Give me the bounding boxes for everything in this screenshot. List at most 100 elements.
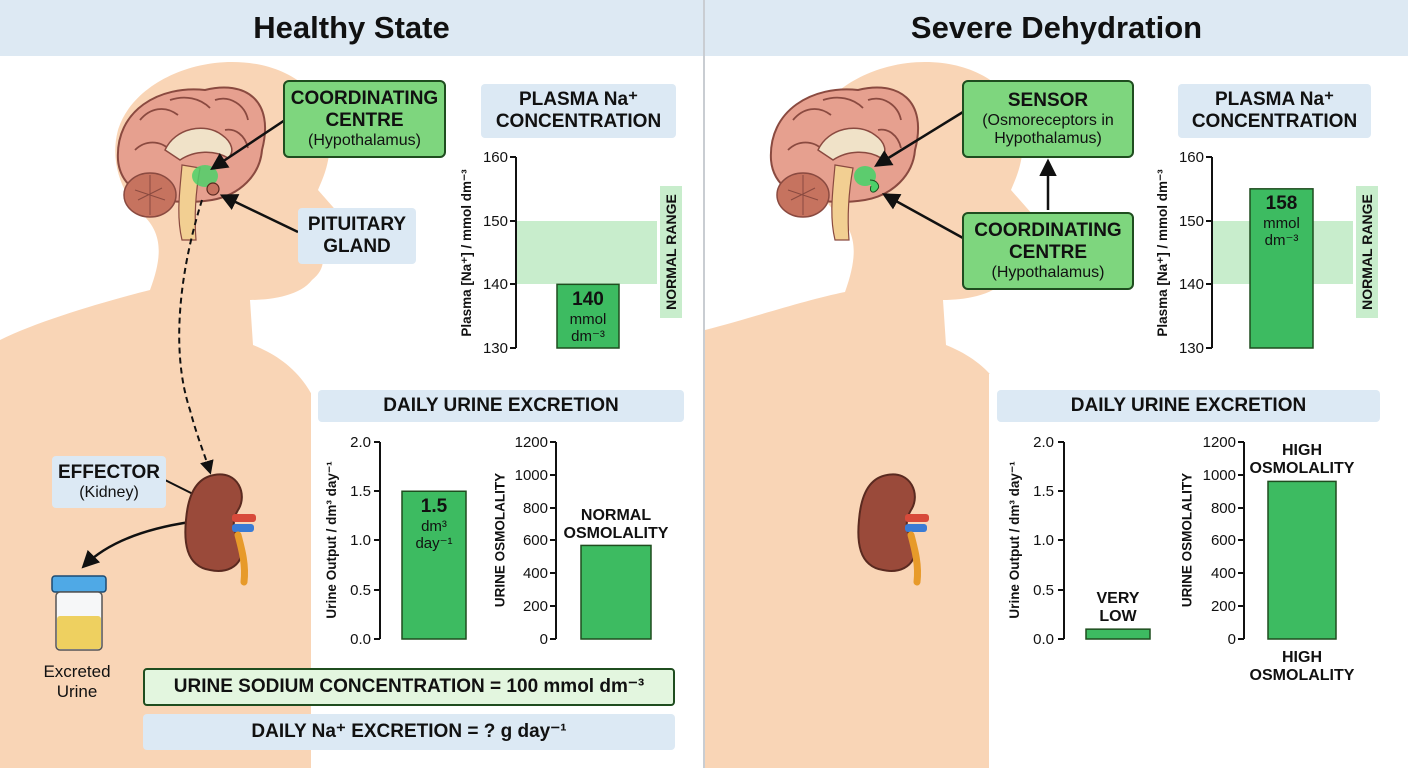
coord-title-2: CENTRE (325, 109, 404, 131)
sensor-sub-1: (Osmoreceptors in (982, 111, 1114, 129)
osm-tick: 400 (522, 565, 548, 582)
output-tick: 0.0 (350, 631, 371, 648)
coord-sub: (Hypothalamus) (991, 263, 1105, 281)
output-tick: 1.0 (1033, 532, 1054, 549)
excreted-line-1: Excreted (43, 662, 111, 682)
plasma-tick: 160 (1178, 149, 1204, 166)
osmolality-bar (580, 544, 652, 640)
output-tick: 0.0 (1033, 631, 1054, 648)
osm-tick: 800 (1210, 500, 1236, 517)
osm-tick: 200 (522, 598, 548, 615)
urine-sodium-box: URINE SODIUM CONCENTRATION = 100 mmol dm… (143, 668, 675, 706)
plasma-tick: 160 (482, 149, 508, 166)
plasma-bar-unit: dm⁻³ (571, 327, 605, 345)
sensor-sub-2: Hypothalamus) (994, 129, 1102, 147)
urine-output-bar-label: VERY LOW (1078, 590, 1158, 626)
osm-bar-label-2: OSMOLALITY (563, 525, 669, 542)
osm-below-label-1: HIGH (1282, 648, 1322, 666)
coord-title-1: COORDINATING (290, 87, 439, 109)
output-bar-unit: day⁻¹ (415, 534, 453, 552)
plasma-tick: 130 (1178, 340, 1204, 357)
urine-section-bg (989, 374, 1408, 768)
osm-bar-label-1: HIGH (1282, 441, 1322, 459)
osmolality-bar-label: HIGH OSMOLALITY (1242, 441, 1362, 479)
plasma-bar (556, 283, 620, 349)
plasma-bar (1249, 188, 1314, 349)
output-bar-label-1: VERY (1096, 589, 1140, 607)
healthy-illustration (0, 62, 340, 768)
coordinating-centre-box: COORDINATING CENTRE (Hypothalamus) (283, 80, 446, 158)
plasma-bar-value: 140 (572, 288, 604, 310)
plasma-header-line-1: PLASMA Na⁺ (518, 89, 639, 111)
effector-sub: (Kidney) (79, 483, 139, 501)
urine-cup (51, 575, 107, 651)
urine-output-bar-label: 1.5 dm³ day⁻¹ (402, 494, 466, 554)
plasma-bar-value: 158 (1265, 192, 1298, 214)
plasma-chart (1206, 156, 1314, 349)
effector-title: EFFECTOR (57, 461, 161, 483)
osm-tick: 200 (1210, 598, 1236, 615)
excreted-line-2: Urine (56, 682, 98, 701)
plasma-header: PLASMA Na⁺ CONCENTRATION (1178, 84, 1371, 138)
osm-tick: 600 (1210, 532, 1236, 549)
plasma-chart (510, 156, 620, 349)
excreted-urine-label: Excreted Urine (22, 660, 132, 704)
plasma-bar-label: 140 mmol dm⁻³ (557, 288, 619, 346)
kidney (857, 473, 929, 586)
output-tick: 0.5 (1033, 582, 1054, 599)
plasma-tick: 130 (482, 340, 508, 357)
osm-tick: 400 (1210, 565, 1236, 582)
coordinating-centre-box: COORDINATING CENTRE (Hypothalamus) (962, 212, 1134, 290)
osm-tick: 1000 (514, 467, 548, 484)
osm-tick: 1200 (514, 434, 548, 451)
osm-tick: 800 (522, 500, 548, 517)
plasma-header-line-2: CONCENTRATION (1191, 111, 1358, 132)
healthy-title: Healthy State (0, 0, 703, 56)
output-tick: 0.5 (350, 582, 371, 599)
plasma-tick: 150 (1178, 213, 1204, 230)
sensor-title: SENSOR (1007, 89, 1089, 111)
brain (116, 86, 267, 241)
output-tick: 1.5 (350, 483, 371, 500)
plasma-header-line-2: CONCENTRATION (495, 111, 662, 132)
dehydration-illustration (705, 62, 1057, 768)
daily-na-excretion-box: DAILY Na⁺ EXCRETION = ? g day⁻¹ (143, 714, 675, 750)
coord-sub: (Hypothalamus) (308, 131, 421, 149)
coord-title-1: COORDINATING (974, 219, 1122, 241)
pituitary-line-1: PITUITARY (307, 214, 407, 236)
plasma-header-line-1: PLASMA Na⁺ (1214, 89, 1335, 111)
kidney (184, 473, 256, 586)
effector-box: EFFECTOR (Kidney) (52, 456, 166, 508)
osmolality-bar-label: NORMAL OSMOLALITY (556, 505, 676, 545)
plasma-bar-unit: mmol (569, 310, 607, 328)
body-silhouette (705, 62, 1033, 768)
plasma-tick: 140 (1178, 276, 1204, 293)
output-tick: 2.0 (350, 434, 371, 451)
pituitary-line-2: GLAND (323, 236, 391, 257)
osm-tick: 600 (522, 532, 548, 549)
pituitary-gland-box: PITUITARY GLAND (298, 208, 416, 264)
daily-urine-header: DAILY URINE EXCRETION (997, 390, 1380, 422)
plasma-bar-unit: mmol (1263, 214, 1300, 232)
normal-range-label: NORMAL RANGE (1356, 186, 1378, 318)
osmolality-bar (1267, 480, 1337, 640)
urine-output-bar (1085, 628, 1151, 640)
plasma-bar-label: 158 mmol dm⁻³ (1250, 192, 1313, 250)
output-tick: 1.5 (1033, 483, 1054, 500)
normal-range-label: NORMAL RANGE (660, 186, 682, 318)
urine-charts (374, 441, 652, 640)
osmolality-below-label: HIGH OSMOLALITY (1242, 647, 1362, 687)
osm-bar-label-1: NORMAL (580, 506, 652, 524)
output-bar-label-2: LOW (1099, 608, 1137, 625)
brain (769, 86, 920, 241)
plasma-header: PLASMA Na⁺ CONCENTRATION (481, 84, 676, 138)
plasma-tick: 140 (482, 276, 508, 293)
output-bar-value: 1.5 (420, 495, 448, 517)
osm-tick: 0 (1227, 631, 1236, 648)
urine-output-bar (401, 490, 467, 640)
osm-below-label-2: OSMOLALITY (1249, 667, 1355, 684)
osm-tick: 1200 (1202, 434, 1236, 451)
output-tick: 1.0 (350, 532, 371, 549)
output-bar-unit: dm³ (421, 517, 447, 535)
sensor-box: SENSOR (Osmoreceptors in Hypothalamus) (962, 80, 1134, 158)
